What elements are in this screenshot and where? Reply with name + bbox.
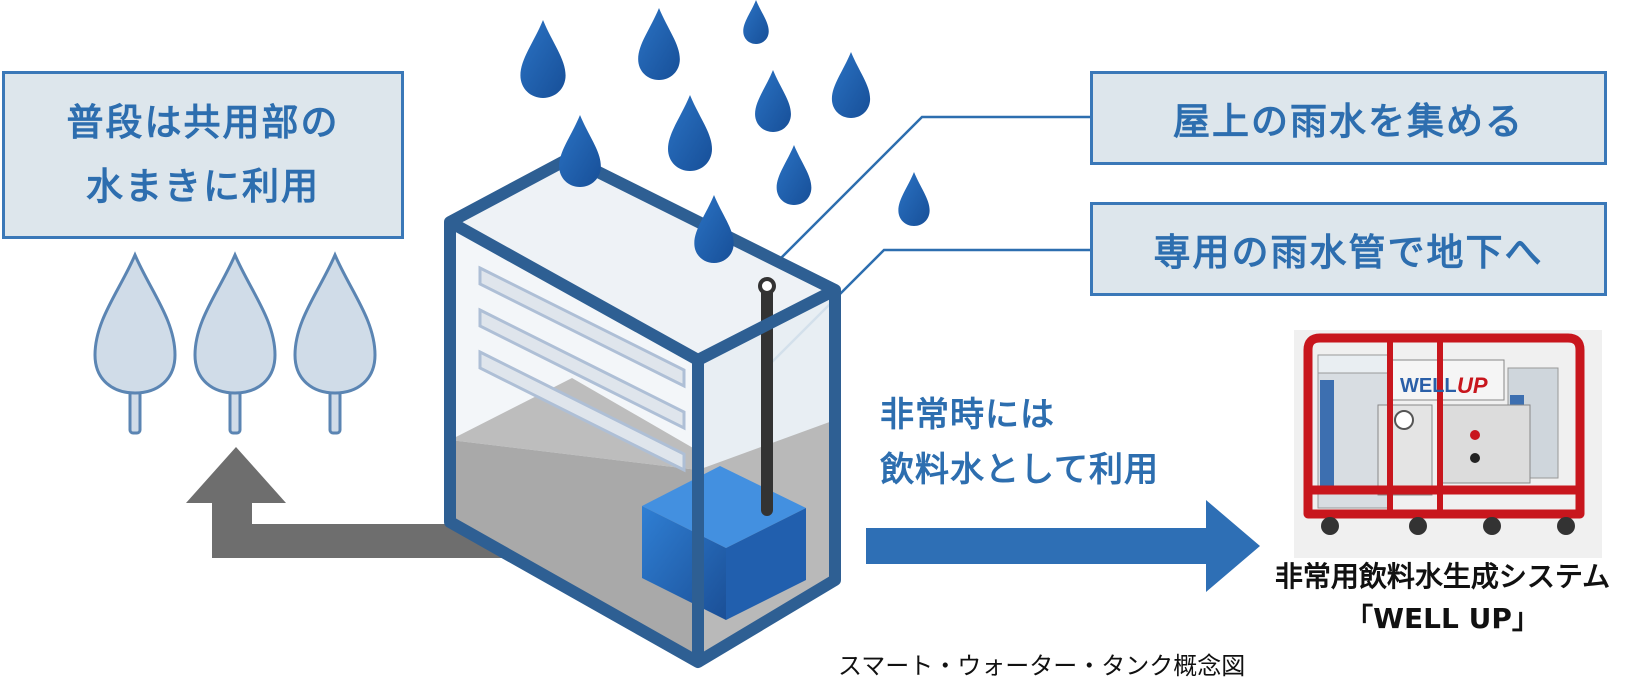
raindrop-icon: [743, 0, 769, 44]
collect-rainwater-label-box: 屋上の雨水を集める: [1090, 71, 1607, 165]
raindrop-icon: [776, 145, 812, 205]
ground-front: [450, 440, 698, 662]
raindrop-icon: [755, 70, 791, 132]
building-floor-stripes: [478, 265, 686, 473]
machine-caption-line-2: 「WELL UP」: [1345, 602, 1540, 635]
building-top-face: [450, 158, 835, 360]
blue-emergency-arrow: [866, 500, 1260, 592]
raindrop-icon: [898, 172, 930, 226]
rain-pipe-label: 専用の雨水管で地下へ: [1153, 231, 1544, 274]
usage-label-line-1: 普段は共用部の: [66, 101, 340, 144]
tank-cube-side: [726, 508, 806, 620]
raindrop-icon: [638, 8, 680, 80]
machine-caption: 非常用飲料水生成システム 「WELL UP」: [1255, 556, 1630, 640]
emergency-use-label: 非常時には 飲料水として利用: [880, 388, 1159, 498]
well-up-logo-up: UP: [1457, 373, 1488, 398]
raindrop-icon: [694, 195, 734, 263]
tree-icon: [193, 251, 277, 435]
trees: [93, 251, 377, 435]
building-tank: [444, 152, 841, 668]
tree-icon: [93, 251, 177, 435]
collect-rainwater-label: 屋上の雨水を集める: [1173, 100, 1524, 143]
well-up-logo-well: WELL: [1400, 375, 1457, 397]
diagram-caption: スマート・ウォーター・タンク概念図: [838, 652, 1246, 680]
raindrop-icon: [520, 20, 566, 98]
raindrop-icon: [668, 95, 712, 171]
well-up-machine-image: WELL UP: [1294, 330, 1602, 558]
machine-caption-line-1: 非常用飲料水生成システム: [1274, 560, 1611, 593]
raindrop-icon: [831, 52, 871, 118]
tree-icon: [293, 251, 377, 435]
emergency-use-line-1: 非常時には: [880, 395, 1055, 435]
usage-label-box: 普段は共用部の 水まきに利用: [2, 71, 404, 239]
tank-cube-front: [642, 506, 726, 620]
collect-leader-line: [772, 115, 1090, 267]
rain-pipe-inlet: [758, 277, 776, 295]
raindrop-icon: [559, 115, 601, 187]
usage-label-line-2: 水まきに利用: [86, 165, 320, 208]
tank-cube-top: [642, 466, 806, 548]
emergency-use-line-2: 飲料水として利用: [880, 450, 1159, 490]
rain-pipe-label-box: 専用の雨水管で地下へ: [1090, 202, 1607, 296]
